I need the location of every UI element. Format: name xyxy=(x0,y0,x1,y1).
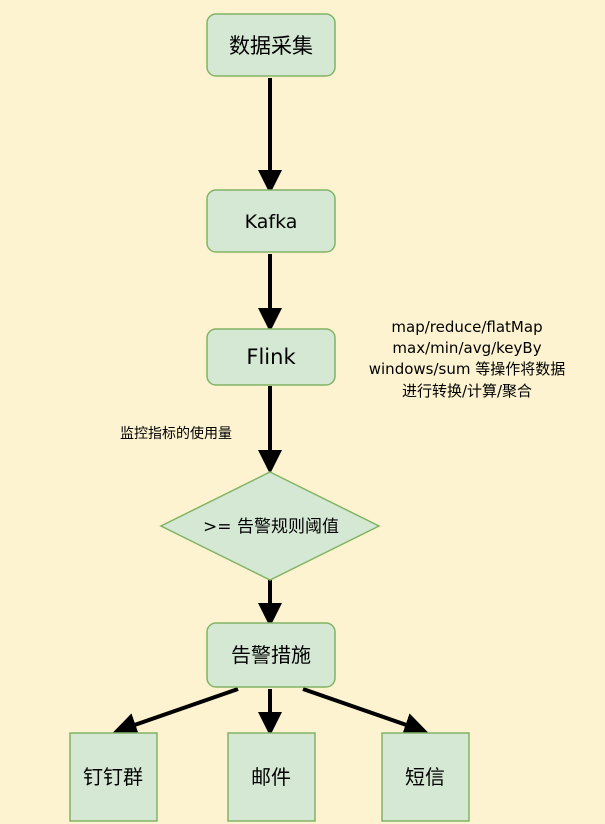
edge-measures-sms xyxy=(302,687,429,737)
flink-ops-annotation: map/reduce/flatMap max/min/avg/keyBy win… xyxy=(369,318,565,400)
node-measures: 告警措施 xyxy=(206,622,336,688)
node-email-label: 邮件 xyxy=(251,765,291,789)
node-measures-label: 告警措施 xyxy=(231,643,311,667)
node-collect-label: 数据采集 xyxy=(229,34,313,58)
node-flink: Flink xyxy=(206,328,336,386)
flink-ops-line-3: windows/sum 等操作将数据 xyxy=(369,360,565,378)
flink-ops-line-1: map/reduce/flatMap xyxy=(391,318,542,336)
node-threshold-label: >= 告警规则阈值 xyxy=(203,517,339,537)
node-sms: 短信 xyxy=(381,732,470,822)
node-dingtalk: 钉钉群 xyxy=(69,732,158,822)
edges xyxy=(112,78,429,737)
node-flink-label: Flink xyxy=(246,345,296,369)
flink-ops-line-4: 进行转换/计算/聚合 xyxy=(402,382,532,400)
node-collect: 数据采集 xyxy=(206,13,336,77)
flink-ops-line-2: max/min/avg/keyBy xyxy=(392,339,541,357)
usage-annotation: 监控指标的使用量 xyxy=(120,425,232,442)
node-kafka-label: Kafka xyxy=(245,211,298,233)
node-email: 邮件 xyxy=(227,732,316,822)
node-dingtalk-label: 钉钉群 xyxy=(83,765,143,789)
node-threshold: >= 告警规则阈值 xyxy=(159,471,381,581)
node-sms-label: 短信 xyxy=(405,765,445,789)
node-kafka: Kafka xyxy=(206,189,336,253)
edge-measures-dingtalk xyxy=(112,687,239,737)
